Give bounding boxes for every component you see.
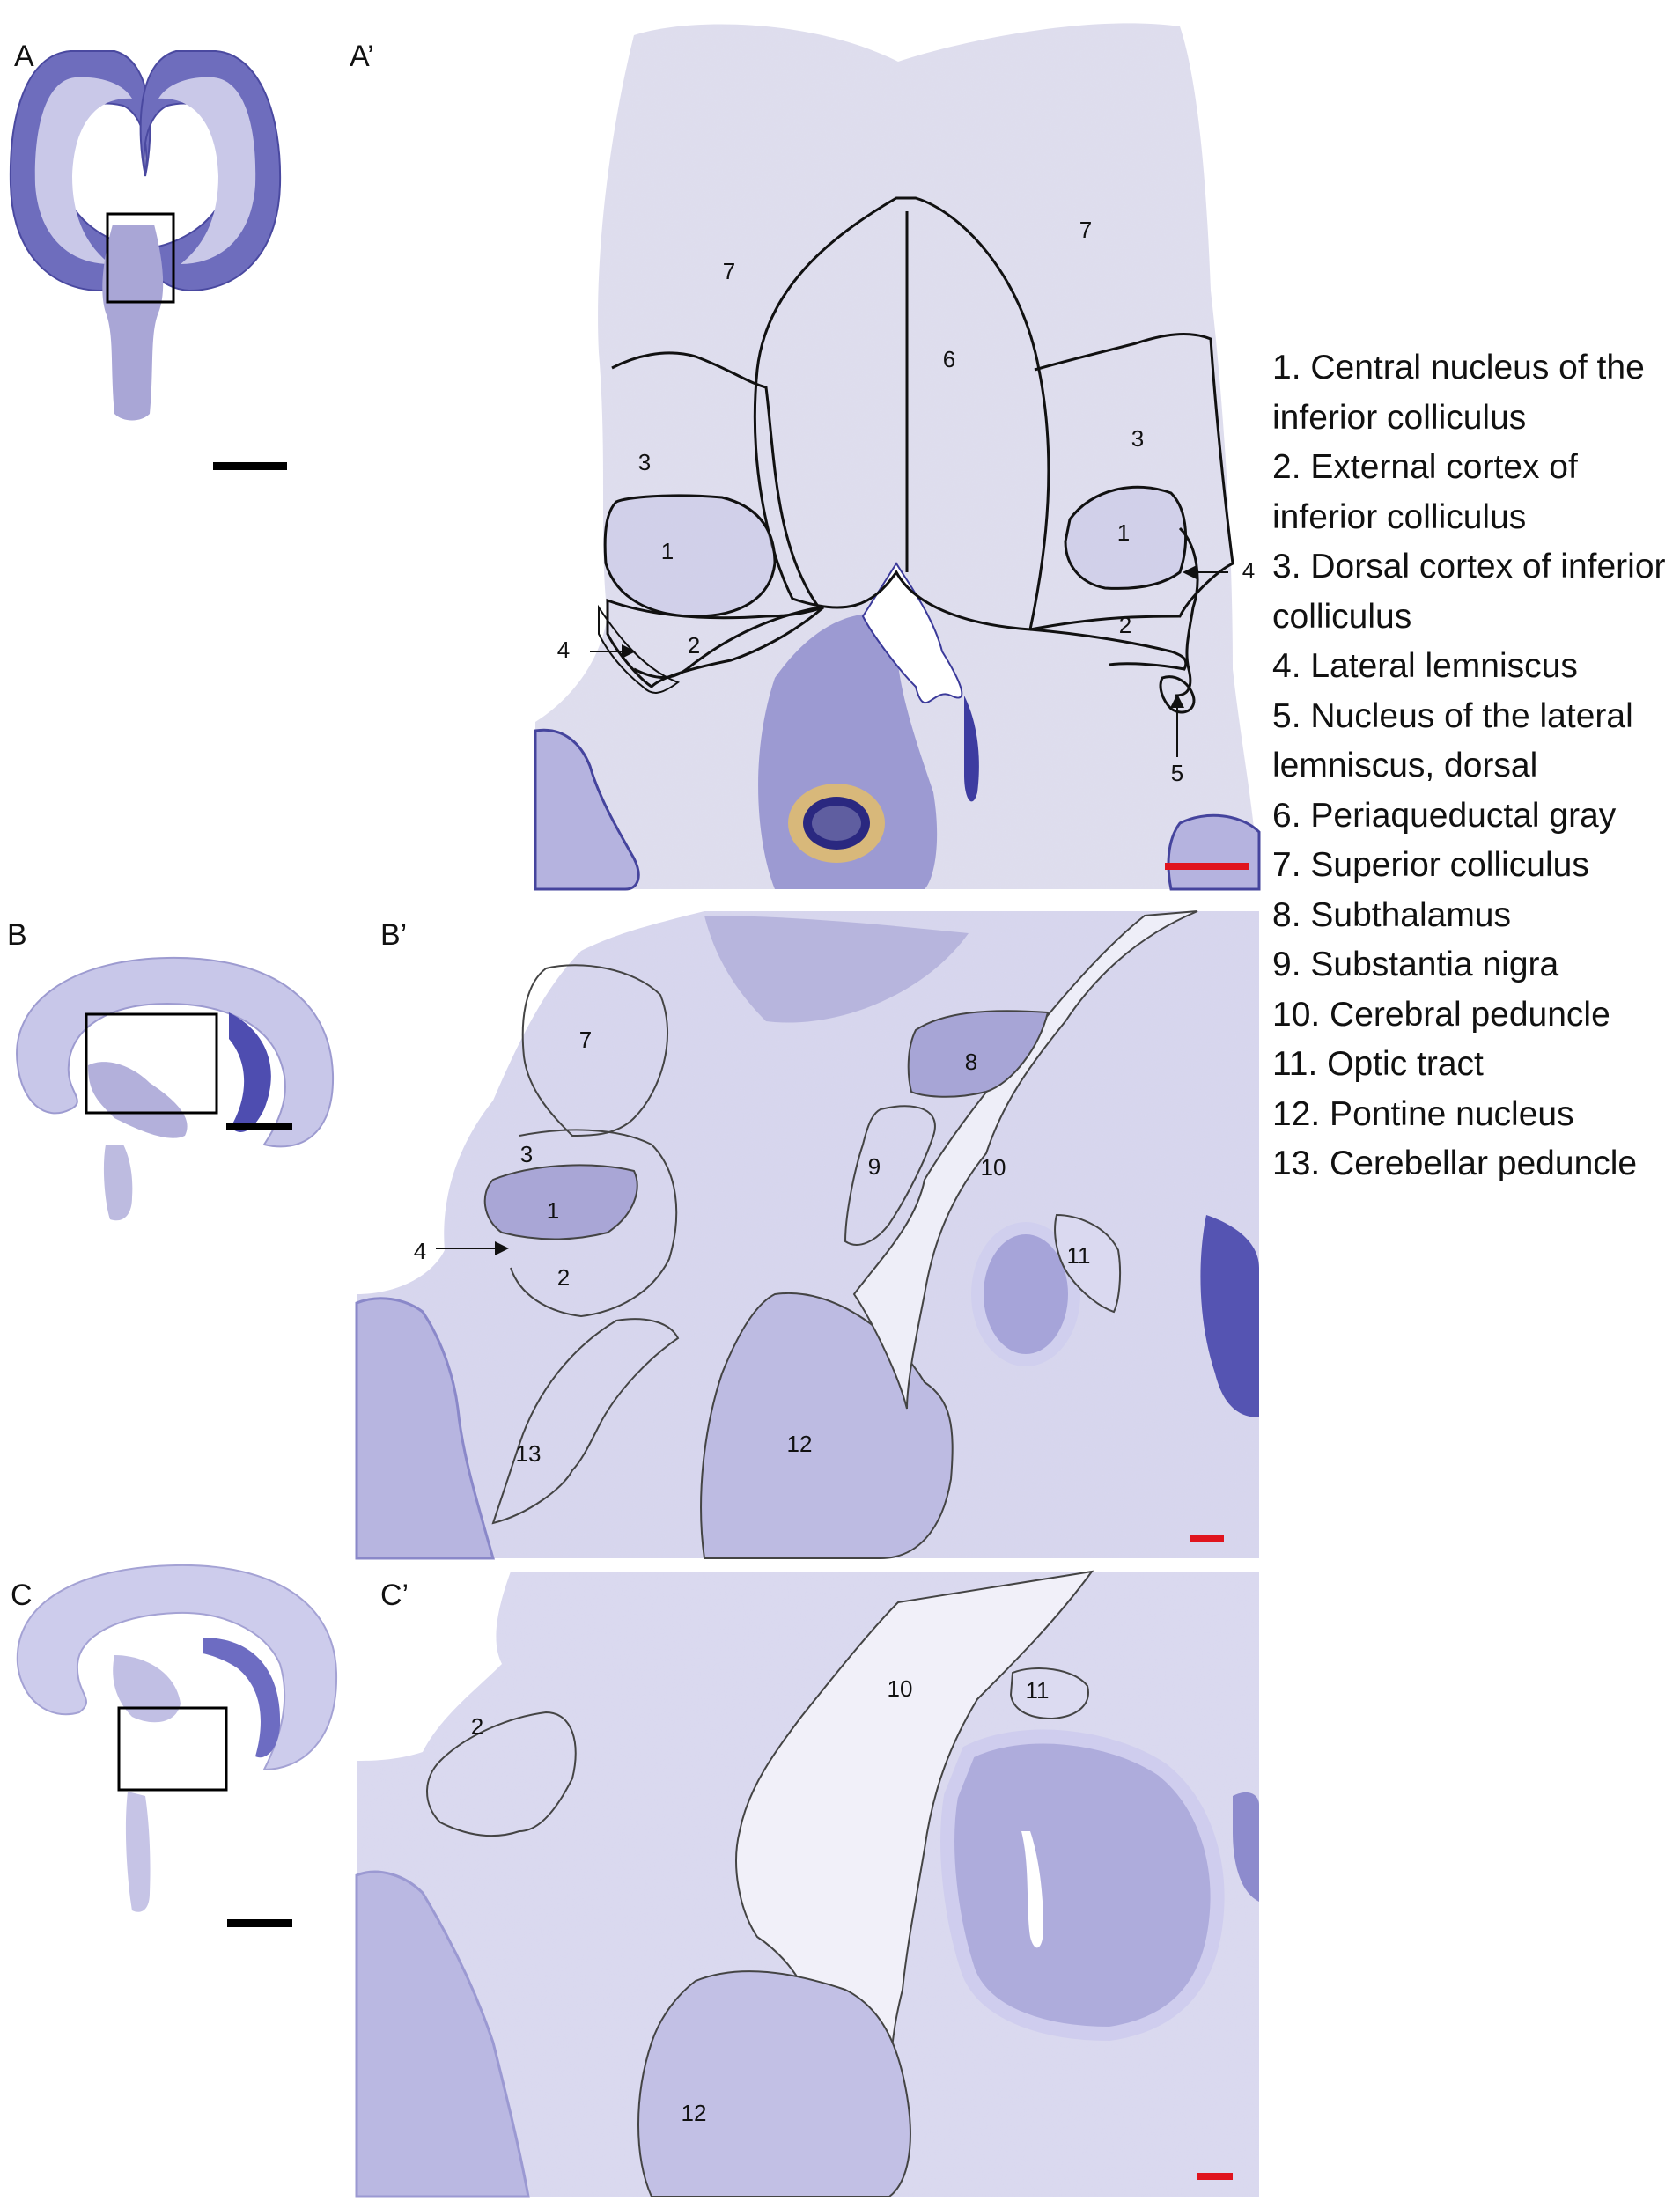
legend-item: 7. Superior colliculus — [1272, 846, 1589, 884]
panel-label-a: A — [14, 40, 34, 73]
b-prime-region-8-outline — [907, 1010, 1050, 1098]
a-prime-region-1-left-outline — [603, 494, 777, 618]
region-label-a-prime: 5 — [1171, 760, 1183, 786]
b-prime-region-11-outline — [1054, 1213, 1122, 1314]
region-label-b-prime: 4 — [414, 1238, 426, 1264]
legend-item: 1. Central nucleus of the inferior colli… — [1272, 349, 1645, 437]
legend-item: 4. Lateral lemniscus — [1272, 647, 1578, 685]
region-legend: 1. Central nucleus of the inferior colli… — [1272, 343, 1677, 1189]
legend-item: 6. Periaqueductal gray — [1272, 796, 1617, 835]
legend-item: 9. Substantia nigra — [1272, 946, 1559, 983]
b-prime-region-7-outline — [521, 964, 668, 1137]
region-label-b-prime: 8 — [965, 1049, 977, 1075]
region-label-a-prime: 3 — [638, 449, 651, 475]
c-prime-region-12-outline — [637, 1970, 911, 2197]
region-label-a-prime: 1 — [661, 538, 674, 564]
region-label-a-prime: 4 — [1242, 557, 1255, 584]
a-prime-region-2-right-outline — [1029, 628, 1188, 671]
legend-item: 2. External cortex of inferior colliculu… — [1272, 448, 1578, 536]
overview-b-sagittal-section — [16, 956, 335, 1221]
c-prime-region-2-outline — [426, 1711, 577, 1837]
overview-a-inset-box — [106, 212, 175, 304]
region-label-c-prime: 11 — [1026, 1677, 1050, 1704]
b-prime-region-13-outline — [491, 1318, 680, 1525]
region-label-b-prime: 1 — [547, 1197, 559, 1224]
region-label-c-prime: 10 — [888, 1675, 913, 1702]
region-label-a-prime: 2 — [1119, 612, 1131, 638]
c-prime-scale-bar — [1197, 2173, 1233, 2180]
overview-a-scale-bar — [213, 462, 287, 470]
region-label-b-prime: 10 — [981, 1154, 1006, 1181]
overview-a-coronal-section — [9, 50, 287, 470]
a-prime-region-1-right-outline — [1064, 485, 1188, 590]
legend-item: 13. Cerebellar peduncle — [1272, 1145, 1638, 1182]
region-label-a-prime: 7 — [1079, 217, 1092, 243]
b-prime-region-9-outline — [844, 1105, 936, 1246]
region-label-a-prime: 4 — [557, 637, 570, 663]
region-label-a-prime: 3 — [1131, 425, 1144, 452]
region-label-b-prime: 13 — [516, 1440, 542, 1467]
region-label-a-prime: 7 — [723, 258, 735, 284]
c-prime-region-11-outline — [1009, 1667, 1089, 1720]
panel-b-prime-detail — [355, 910, 1259, 1560]
a-prime-region-5-outline — [1159, 675, 1196, 714]
panel-label-c-prime: C’ — [380, 1579, 409, 1612]
legend-item: 11. Optic tract — [1272, 1045, 1484, 1083]
b-prime-region-3-outline — [510, 1129, 678, 1318]
a-prime-scale-bar — [1165, 863, 1249, 870]
a-prime-region-6-outline — [753, 196, 1050, 631]
region-label-a-prime: 2 — [688, 632, 700, 659]
region-label-a-prime: 6 — [943, 346, 955, 372]
region-label-a-prime: 1 — [1117, 519, 1130, 546]
legend-item: 8. Subthalamus — [1272, 895, 1512, 934]
overview-c-inset-box — [117, 1706, 228, 1792]
a-prime-region-3-right-outline — [1029, 333, 1234, 631]
panel-label-c: C — [11, 1579, 33, 1612]
a-prime-aqueduct — [861, 562, 963, 704]
overview-c-sagittal-section — [16, 1564, 338, 1927]
c-prime-ring-structure — [940, 1729, 1225, 2042]
region-label-b-prime: 9 — [868, 1153, 881, 1180]
a-prime-region-2-left-outline — [606, 598, 824, 688]
panel-label-b: B — [7, 918, 27, 952]
region-label-b-prime: 3 — [520, 1141, 533, 1167]
legend-item: 12. Pontine nucleus — [1272, 1094, 1574, 1133]
region-label-b-prime: 12 — [787, 1431, 813, 1457]
region-label-b-prime: 7 — [579, 1027, 592, 1053]
overview-c-scale-bar — [227, 1919, 292, 1927]
region-label-c-prime: 2 — [471, 1713, 483, 1740]
overview-b-scale-bar — [226, 1123, 292, 1130]
b-prime-region-1-outline — [483, 1164, 638, 1240]
panel-label-b-prime: B’ — [380, 918, 408, 952]
panel-label-a-prime: A’ — [350, 40, 374, 73]
overview-b-inset-box — [85, 1012, 218, 1115]
a-prime-region-4-left-outline — [598, 604, 681, 694]
region-label-b-prime: 11 — [1067, 1242, 1091, 1269]
panel-c-prime-detail — [355, 1570, 1259, 2198]
legend-item: 10. Cerebral peduncle — [1272, 995, 1610, 1034]
b-prime-scale-bar — [1190, 1535, 1224, 1542]
legend-item: 3. Dorsal cortex of inferior colliculus — [1272, 548, 1666, 636]
region-label-b-prime: 2 — [557, 1264, 570, 1291]
a-prime-region-3-left-outline — [611, 351, 822, 679]
overview-a-brainstem — [102, 225, 164, 421]
legend-item: 5. Nucleus of the lateral lemniscus, dor… — [1272, 696, 1633, 785]
panel-a-prime-detail — [534, 23, 1261, 891]
region-label-c-prime: 12 — [682, 2100, 707, 2126]
